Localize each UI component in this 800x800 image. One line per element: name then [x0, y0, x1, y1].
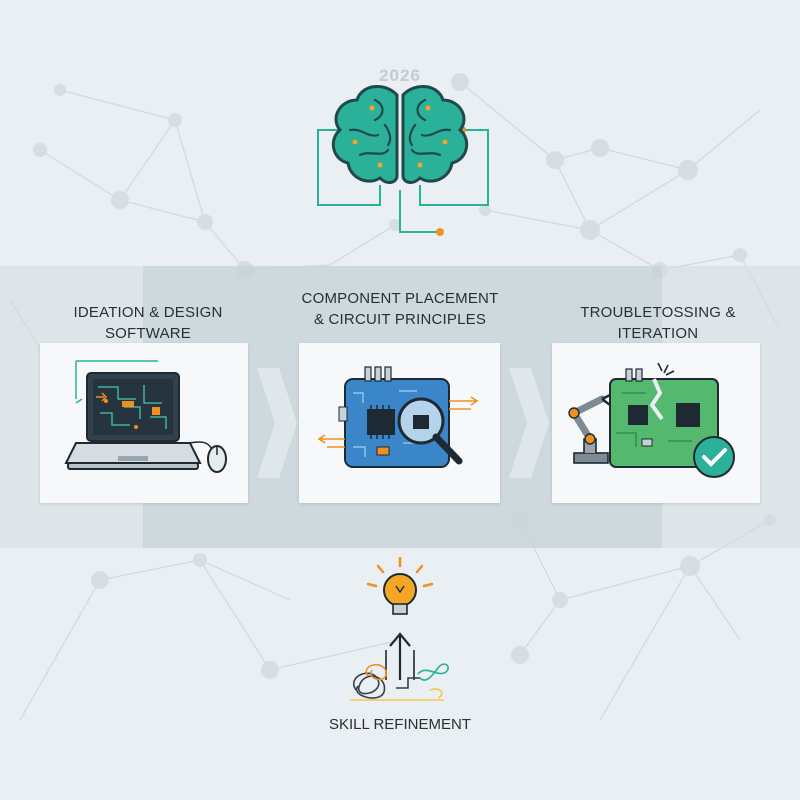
chevron-right-icon: [257, 368, 297, 478]
step-1-card: [40, 343, 248, 503]
step-3-title: TROUBLETOSSING & ITERATION: [580, 304, 736, 342]
year-label: 2026: [379, 66, 421, 85]
brain-circuit-icon: [317, 85, 489, 236]
laptop-pcb-design-icon: [64, 360, 227, 473]
step-2-card: [299, 343, 500, 503]
chevron-right-icon: [509, 368, 549, 478]
step-2-title: COMPONENT PLACEMENT & CIRCUIT PRINCIPLES: [290, 288, 510, 330]
circuit-board-magnifier-icon: [317, 366, 479, 468]
lightbulb-arrow-scribble-icon: [350, 556, 449, 701]
step-3-card: [552, 343, 760, 503]
step-2-title-line-1: COMPONENT PLACEMENT: [301, 290, 499, 307]
step-2-title-line-2: & CIRCUIT PRINCIPLES: [313, 311, 487, 328]
robot-arm-board-check-icon: [568, 362, 735, 478]
skill-refinement-label: SKILL REFINEMENT: [329, 716, 471, 733]
step-1-title: IDEATION & DESIGN SOFTWARE: [73, 304, 223, 342]
